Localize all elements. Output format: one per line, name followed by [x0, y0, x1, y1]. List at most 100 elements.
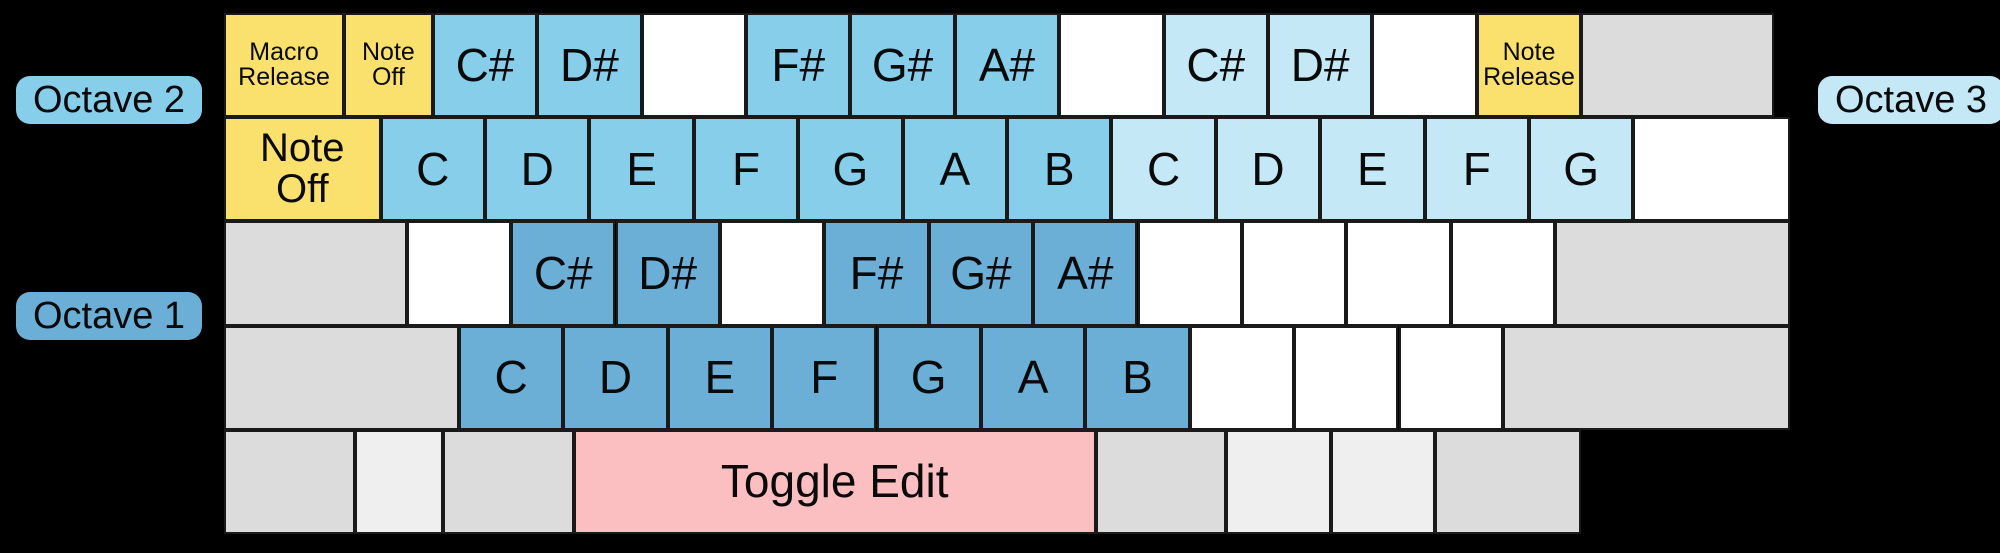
- key-blank-number-row-4[interactable]: [641, 13, 746, 118]
- key-label: E: [1357, 142, 1388, 195]
- key-label: E: [626, 142, 657, 195]
- key-label: F#: [849, 247, 904, 300]
- key-blank-asdf-row-9[interactable]: [1241, 221, 1347, 326]
- key-csharp[interactable]: C#: [432, 13, 538, 118]
- key-e[interactable]: E: [589, 117, 694, 222]
- key-blank-asdf-row-8[interactable]: [1137, 221, 1242, 326]
- key-c[interactable]: C: [380, 117, 485, 222]
- octave-3-label: Octave 3: [1818, 76, 2000, 124]
- key-d[interactable]: D: [563, 325, 668, 430]
- key-label: C: [1146, 142, 1181, 195]
- key-gsharp[interactable]: G#: [850, 13, 955, 118]
- key-dsharp[interactable]: D#: [615, 221, 720, 326]
- key-label: F: [810, 351, 839, 404]
- key-blank-qwerty-row-13[interactable]: [1633, 117, 1790, 222]
- key-blank-asdf-row-0[interactable]: [224, 221, 407, 326]
- key-fsharp[interactable]: F#: [746, 13, 851, 118]
- key-label: A#: [1057, 247, 1114, 300]
- key-label: C: [494, 351, 528, 404]
- key-label: B: [1043, 142, 1075, 195]
- key-label: G: [910, 351, 947, 404]
- key-dsharp[interactable]: D#: [1268, 13, 1373, 118]
- key-blank-zxcv-row-10[interactable]: [1398, 325, 1503, 430]
- key-blank-number-row-8[interactable]: [1059, 13, 1164, 118]
- key-label: A: [939, 142, 971, 195]
- key-label: D: [1251, 142, 1285, 195]
- octave-1-label: Octave 1: [16, 292, 202, 340]
- key-d[interactable]: D: [1215, 117, 1321, 222]
- key-blank-bottom-row-6[interactable]: [1330, 429, 1436, 534]
- key-label: G: [1563, 142, 1600, 195]
- key-asharp[interactable]: A#: [1033, 221, 1138, 326]
- key-label: D: [520, 142, 554, 195]
- key-label: C#: [455, 38, 515, 91]
- key-blank-zxcv-row-0[interactable]: [224, 325, 459, 430]
- key-f[interactable]: F: [1424, 117, 1529, 222]
- key-csharp[interactable]: C#: [1163, 13, 1268, 118]
- key-label: G#: [871, 38, 934, 91]
- key-blank-zxcv-row-11[interactable]: [1502, 325, 1790, 430]
- key-fsharp[interactable]: F#: [824, 221, 929, 326]
- key-g[interactable]: G: [876, 325, 981, 430]
- key-d[interactable]: D: [485, 117, 590, 222]
- key-label: D#: [559, 38, 619, 91]
- key-blank-asdf-row-11[interactable]: [1450, 221, 1556, 326]
- key-gsharp[interactable]: G#: [928, 221, 1034, 326]
- key-blank-number-row-13[interactable]: [1581, 13, 1775, 118]
- key-toggle-edit[interactable]: Toggle Edit: [573, 429, 1096, 534]
- key-blank-asdf-row-4[interactable]: [719, 221, 825, 326]
- key-blank-bottom-row-5[interactable]: [1226, 429, 1331, 534]
- key-blank-bottom-row-7[interactable]: [1435, 429, 1582, 534]
- key-blank-bottom-row-4[interactable]: [1095, 429, 1227, 534]
- octave-2-label: Octave 2: [16, 76, 202, 124]
- key-blank-asdf-row-1[interactable]: [406, 221, 512, 326]
- key-label: B: [1122, 351, 1153, 404]
- key-label: C#: [533, 247, 593, 300]
- key-g[interactable]: G: [798, 117, 903, 222]
- key-blank-zxcv-row-9[interactable]: [1294, 325, 1399, 430]
- key-a[interactable]: A: [902, 117, 1007, 222]
- key-f[interactable]: F: [693, 117, 799, 222]
- key-b[interactable]: B: [1085, 325, 1190, 430]
- key-csharp[interactable]: C#: [511, 221, 616, 326]
- key-b[interactable]: B: [1007, 117, 1112, 222]
- key-label: E: [704, 351, 736, 404]
- keyboard-row-bottom-row: Toggle Edit: [224, 429, 1790, 534]
- key-e[interactable]: E: [667, 325, 773, 430]
- key-label: G#: [950, 247, 1012, 300]
- key-asharp[interactable]: A#: [954, 13, 1060, 118]
- key-label: G: [832, 142, 869, 195]
- key-blank-bottom-row-2[interactable]: [443, 429, 574, 534]
- key-g[interactable]: G: [1529, 117, 1634, 222]
- key-label: C: [416, 142, 450, 195]
- key-blank-asdf-row-10[interactable]: [1346, 221, 1451, 326]
- key-e[interactable]: E: [1320, 117, 1425, 222]
- key-blank-bottom-row-1[interactable]: [354, 429, 444, 534]
- key-c[interactable]: C: [1111, 117, 1216, 222]
- keyboard-row-asdf-row: C# D# F# G# A#: [224, 221, 1790, 326]
- key-blank-asdf-row-12[interactable]: [1555, 221, 1790, 326]
- key-label: F: [1462, 142, 1491, 195]
- key-dsharp[interactable]: D#: [537, 13, 642, 118]
- key-label: Toggle Edit: [720, 455, 949, 508]
- key-label: D: [598, 351, 633, 404]
- key-c[interactable]: C: [458, 325, 564, 430]
- key-label: A#: [978, 38, 1036, 91]
- key-a[interactable]: A: [980, 325, 1086, 430]
- key-blank-bottom-row-0[interactable]: [224, 429, 355, 534]
- key-blank-zxcv-row-8[interactable]: [1189, 325, 1295, 430]
- key-f[interactable]: F: [772, 325, 877, 430]
- key-label: F#: [771, 38, 826, 91]
- key-blank-number-row-11[interactable]: [1372, 13, 1477, 118]
